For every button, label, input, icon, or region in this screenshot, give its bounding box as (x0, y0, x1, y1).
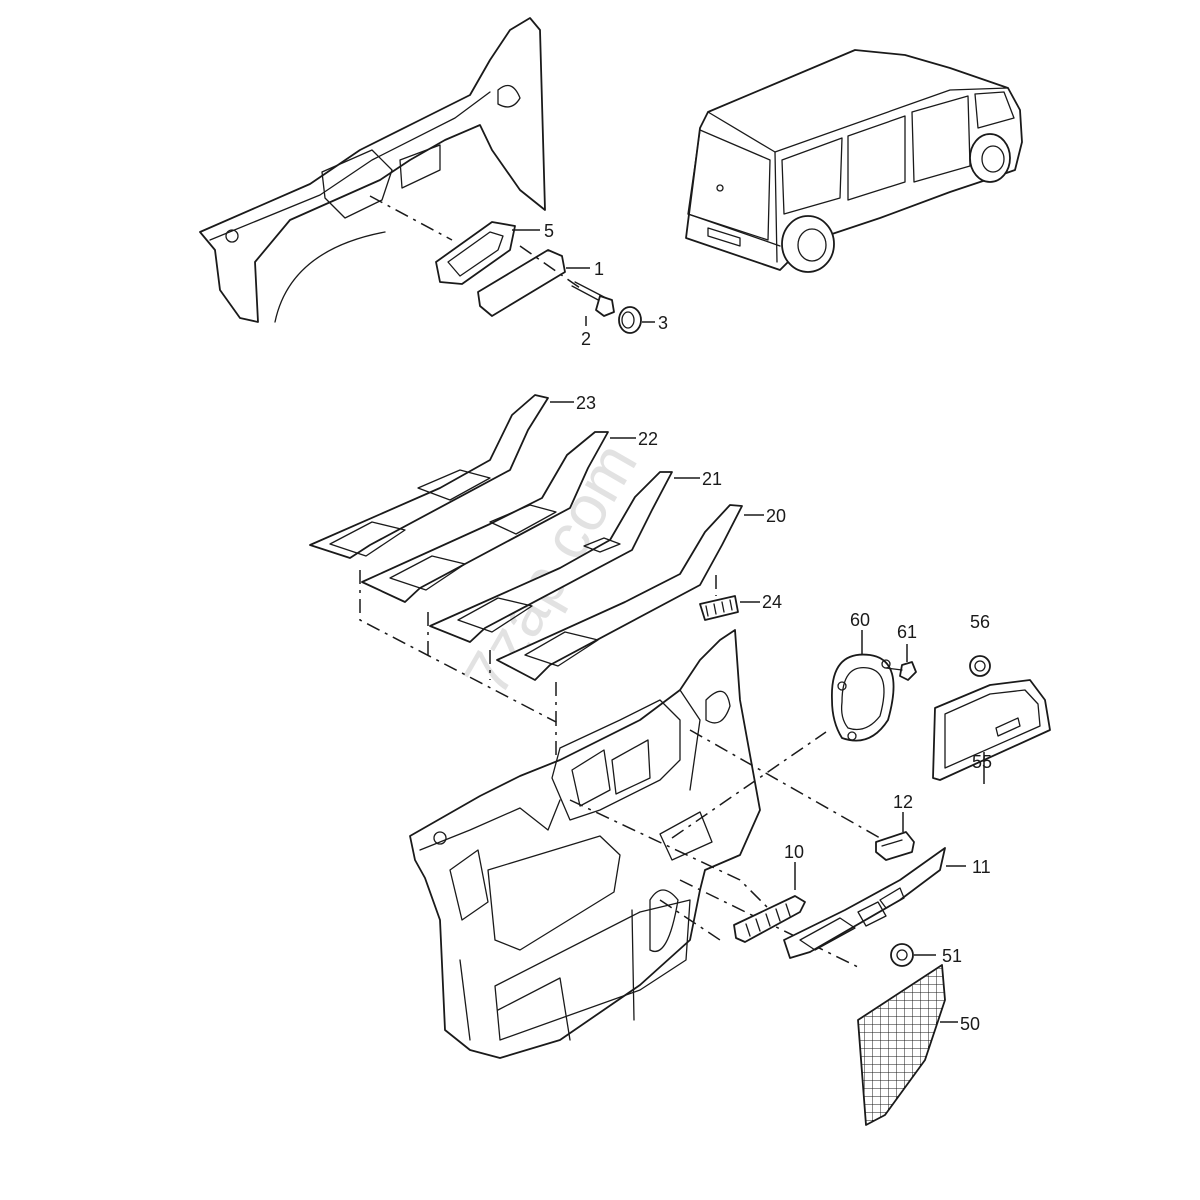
part-10-grille-bracket (733, 862, 806, 943)
part-21-trim-strip (429, 471, 673, 643)
van-illustration (685, 49, 1023, 273)
part-51-clip (890, 943, 936, 967)
part-61-nut (885, 644, 917, 681)
callout-20: 20 (766, 506, 786, 526)
part-60-speaker-ring (831, 630, 895, 742)
callout-3: 3 (658, 313, 668, 333)
callout-24: 24 (762, 592, 782, 612)
callout-51: 51 (942, 946, 962, 966)
callout-50: 50 (960, 1014, 980, 1034)
callout-56: 56 (970, 612, 990, 632)
callout-2: 2 (581, 329, 591, 349)
part-50-mesh-grille (857, 964, 958, 1126)
part-55-speaker-cover (932, 679, 1051, 784)
callout-5: 5 (544, 221, 554, 241)
callout-60: 60 (850, 610, 870, 630)
main-door-trim-panel (409, 629, 761, 1059)
part-56-clip (969, 655, 991, 677)
part-12-clip (875, 812, 915, 861)
upper-side-trim-panel (199, 17, 546, 323)
callout-12: 12 (893, 792, 913, 812)
part-2-screw (571, 281, 615, 317)
part-20-trim-strip (496, 504, 743, 681)
part-11-handle-trim (783, 847, 966, 959)
strip-leader-lines (550, 401, 764, 516)
strip-assembly-lines (359, 570, 717, 780)
part-24-clip (699, 595, 760, 621)
callout-61: 61 (897, 622, 917, 642)
callout-1: 1 (594, 259, 604, 279)
part-22-trim-strip (361, 431, 609, 603)
upper-assembly-lines (369, 195, 581, 289)
callout-21: 21 (702, 469, 722, 489)
callout-labels: 5 1 2 3 23 22 21 20 24 60 61 56 55 12 11… (512, 221, 992, 1034)
callout-10: 10 (784, 842, 804, 862)
part-5-grab-handle (435, 221, 516, 285)
part-3-cap (618, 306, 642, 334)
part-23-trim-strip (309, 394, 549, 559)
callout-11: 11 (972, 857, 991, 877)
callout-22: 22 (638, 429, 658, 449)
callout-23: 23 (576, 393, 596, 413)
callout-55: 55 (972, 752, 992, 772)
part-1-cover-strip (477, 249, 566, 317)
